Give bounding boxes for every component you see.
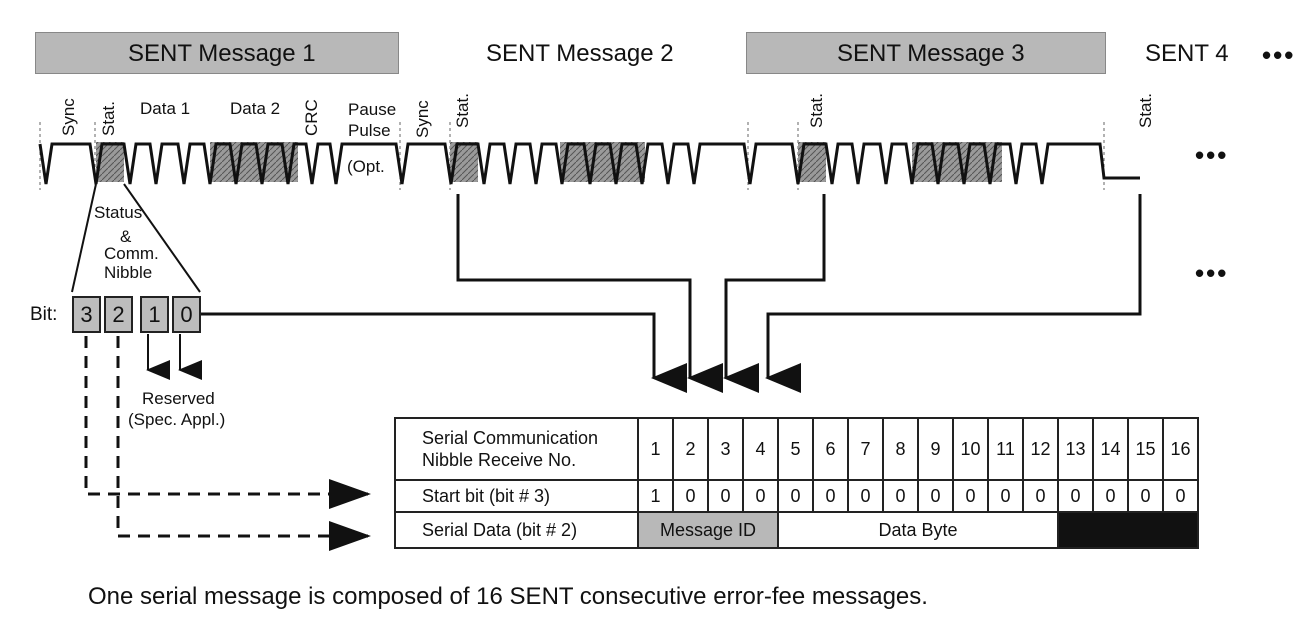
start-bit-cell: 0 [812, 479, 849, 513]
status-callout-lines [71, 183, 201, 293]
nibble-number: 12 [1022, 417, 1059, 481]
start-bit-cell: 0 [1127, 479, 1164, 513]
reserved-text: Reserved [142, 389, 215, 408]
header-ellipsis: ••• [1262, 40, 1296, 70]
receive-no-header-line1: Serial Communication [422, 428, 599, 448]
start-bit-cell: 0 [1092, 479, 1129, 513]
serial-data-dashed-route [116, 336, 360, 538]
msg2-connector [456, 194, 723, 393]
arrows-ellipsis: ••• [1195, 258, 1229, 288]
ampersand-text: & [120, 227, 132, 246]
message-id-cell: Message ID [637, 511, 779, 549]
message-1-box [35, 32, 399, 74]
waveform-ellipsis: ••• [1195, 140, 1229, 170]
comm-text: Comm. [104, 244, 159, 263]
nibble-number: 1 [637, 417, 674, 481]
status-text: Status [94, 203, 143, 222]
bit-1-cell: 1 [140, 296, 169, 333]
start-bit-header: Start bit (bit # 3) [394, 479, 639, 513]
data2-label: Data 2 [230, 99, 281, 118]
optional-label: (Opt. [347, 157, 385, 176]
caption: One serial message is composed of 16 SEN… [88, 583, 928, 610]
nibble-text: Nibble [104, 263, 153, 282]
nibble-number: 10 [952, 417, 989, 481]
spec-appl-text: (Spec. Appl.) [128, 410, 226, 429]
nibble-number: 13 [1057, 417, 1094, 481]
bit-label: Bit: [30, 304, 58, 325]
start-bit-cell: 0 [777, 479, 814, 513]
message-4-label: SENT 4 [1145, 40, 1229, 67]
start-bit-cell: 0 [1057, 479, 1094, 513]
nibble-number: 5 [777, 417, 814, 481]
start-bit-cell: 0 [952, 479, 989, 513]
table-row: Serial Communication Nibble Receive No. … [394, 417, 1199, 481]
nibble-number: 2 [672, 417, 709, 481]
msg4-connector [765, 194, 1142, 393]
start-bit-cell: 0 [847, 479, 884, 513]
bit-0-cell: 0 [172, 296, 201, 333]
receive-no-header-line2: Nibble Receive No. [422, 450, 577, 470]
sent-waveform [38, 142, 1140, 185]
pulse-label: Pulse [348, 121, 391, 140]
start-bit-cell: 0 [1022, 479, 1059, 513]
start-bit-cell: 0 [987, 479, 1024, 513]
msg3-connector [723, 194, 826, 393]
nibble-number: 16 [1162, 417, 1199, 481]
table-row: Start bit (bit # 3) 1 0 0 0 0 0 0 0 0 0 … [394, 479, 1199, 513]
pause-label: Pause [348, 100, 397, 119]
nibble-number: 3 [707, 417, 744, 481]
bit-3-cell: 3 [72, 296, 101, 333]
serial-data-header: Serial Data (bit # 2) [394, 511, 639, 549]
nibble-number: 15 [1127, 417, 1164, 481]
table-row: Serial Data (bit # 2) Message ID Data By… [394, 511, 1199, 549]
nibble-number: 7 [847, 417, 884, 481]
start-bit-cell: 0 [917, 479, 954, 513]
nibble-number: 6 [812, 417, 849, 481]
bit-2-cell: 2 [104, 296, 133, 333]
nibble-number: 14 [1092, 417, 1129, 481]
start-bit-cell: 0 [882, 479, 919, 513]
bit0-connector [200, 312, 687, 393]
nibble-number: 8 [882, 417, 919, 481]
start-bit-cell: 0 [1162, 479, 1199, 513]
start-bit-cell: 0 [672, 479, 709, 513]
receive-no-header: Serial Communication Nibble Receive No. [394, 417, 639, 481]
data1-label: Data 1 [140, 99, 191, 118]
nibble-number: 4 [742, 417, 779, 481]
black-filled-cell [1057, 511, 1199, 549]
start-bit-cell: 0 [742, 479, 779, 513]
serial-nibble-table: Serial Communication Nibble Receive No. … [394, 417, 1199, 549]
start-bit-cell: 1 [637, 479, 674, 513]
nibble-number: 9 [917, 417, 954, 481]
start-bit-dashed-route [84, 336, 360, 496]
message-2-label: SENT Message 2 [486, 40, 674, 67]
nibble-number: 11 [987, 417, 1024, 481]
message-1-label: SENT Message 1 [128, 40, 316, 67]
message-3-box [746, 32, 1106, 74]
message-3-label: SENT Message 3 [837, 40, 1025, 67]
start-bit-cell: 0 [707, 479, 744, 513]
data-byte-cell: Data Byte [777, 511, 1059, 549]
